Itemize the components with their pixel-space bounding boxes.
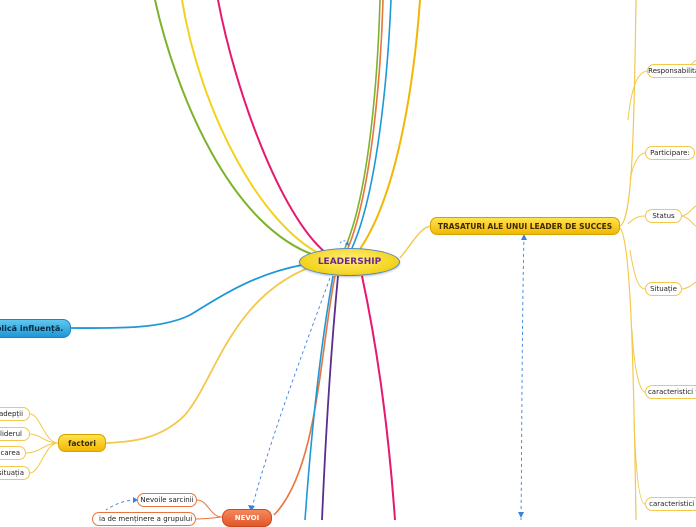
factor-adeptii[interactable]: adepții — [0, 407, 30, 421]
connector-right-4 — [629, 249, 646, 290]
topic-influenta[interactable]: plică influență. — [0, 319, 71, 338]
factor-label: nicarea — [0, 449, 20, 457]
central-topic-label: LEADERSHIP — [317, 257, 382, 267]
connector-magenta — [217, 0, 327, 254]
factor-comunicarea[interactable]: nicarea — [0, 446, 26, 460]
subtopic-caracteristici-d[interactable]: caracteristici d — [645, 497, 696, 511]
nevoi-mentinere-grup[interactable]: ia de menținere a grupului — [92, 512, 196, 526]
subtopic-label: Responsabilitat — [648, 67, 696, 75]
nevoi-label: Nevoile sarcinii — [140, 496, 194, 504]
relationship-dashed-2 — [520, 235, 525, 520]
connector-nevoi-children — [195, 499, 223, 520]
arrowhead-up — [521, 234, 527, 240]
topic-nevoi[interactable]: NEVOI — [222, 509, 272, 527]
connector-right-topic — [399, 225, 433, 259]
subtopic-label: Status — [652, 212, 675, 220]
subtopic-label: Participare: — [650, 149, 690, 157]
subtopic-responsabilitate[interactable]: Responsabilitat — [647, 64, 696, 78]
connector-right-spine-down — [619, 227, 637, 520]
connector-stub-situatie — [681, 281, 696, 290]
connector-yellow — [181, 0, 323, 256]
connector-factori-children — [25, 413, 59, 474]
topic-trasaturi[interactable]: TRASATURI ALE UNUI LEADER DE SUCCES — [430, 217, 620, 235]
nevoi-sarcinii[interactable]: Nevoile sarcinii — [137, 493, 197, 507]
connector-gold — [359, 0, 421, 250]
connector-blue — [351, 0, 392, 249]
arrowhead-needs — [133, 497, 138, 503]
factor-situatia[interactable]: situația — [0, 466, 30, 480]
connector-factori — [105, 267, 309, 444]
central-topic[interactable]: LEADERSHIP — [299, 248, 400, 276]
connector-green-2 — [344, 0, 381, 249]
subtopic-label: Situație — [650, 285, 677, 293]
subtopic-label: caracteristici d — [649, 500, 696, 508]
connector-down-purple — [321, 275, 339, 520]
connector-down-magenta — [361, 275, 396, 520]
connector-right-3 — [627, 215, 646, 225]
subtopic-participare[interactable]: Participare: — [645, 146, 695, 160]
subtopic-caracteristici-fo[interactable]: caracteristici fo — [645, 385, 696, 399]
arrowhead-bottom — [518, 512, 524, 518]
topic-trasaturi-label: TRASATURI ALE UNUI LEADER DE SUCCES — [437, 221, 613, 231]
connector-right-spine — [619, 0, 637, 227]
connector-right-5 — [631, 329, 646, 393]
connector-stub-status — [681, 205, 696, 227]
factor-label: situația — [0, 469, 25, 477]
topic-factori[interactable]: factori — [58, 434, 106, 452]
subtopic-situatie[interactable]: Situație — [645, 282, 682, 296]
connector-green — [154, 0, 321, 258]
factor-liderul[interactable]: liderul — [0, 427, 30, 441]
subtopic-status[interactable]: Status — [645, 209, 682, 223]
factor-label: liderul — [0, 430, 22, 438]
topic-factori-label: factori — [68, 438, 96, 448]
nevoi-label: ia de menținere a grupului — [99, 515, 193, 523]
connector-right-6 — [633, 419, 646, 505]
connector-down-blue — [304, 275, 334, 520]
relationship-dashed-3 — [105, 499, 137, 511]
connector-right-2 — [629, 152, 646, 181]
subtopic-label: caracteristici fo — [647, 388, 696, 396]
relationship-dashed-1 — [251, 277, 331, 509]
topic-nevoi-label: NEVOI — [234, 514, 260, 522]
connector-influence — [69, 264, 303, 329]
arrowhead-nevoi — [248, 505, 255, 511]
connector-right-1 — [627, 70, 648, 121]
arrowhead-root — [345, 241, 349, 246]
topic-influenta-label: plică influență. — [0, 324, 64, 333]
connector-down-orange — [273, 275, 336, 516]
connector-orange — [347, 0, 384, 249]
factor-label: adepții — [0, 410, 24, 418]
